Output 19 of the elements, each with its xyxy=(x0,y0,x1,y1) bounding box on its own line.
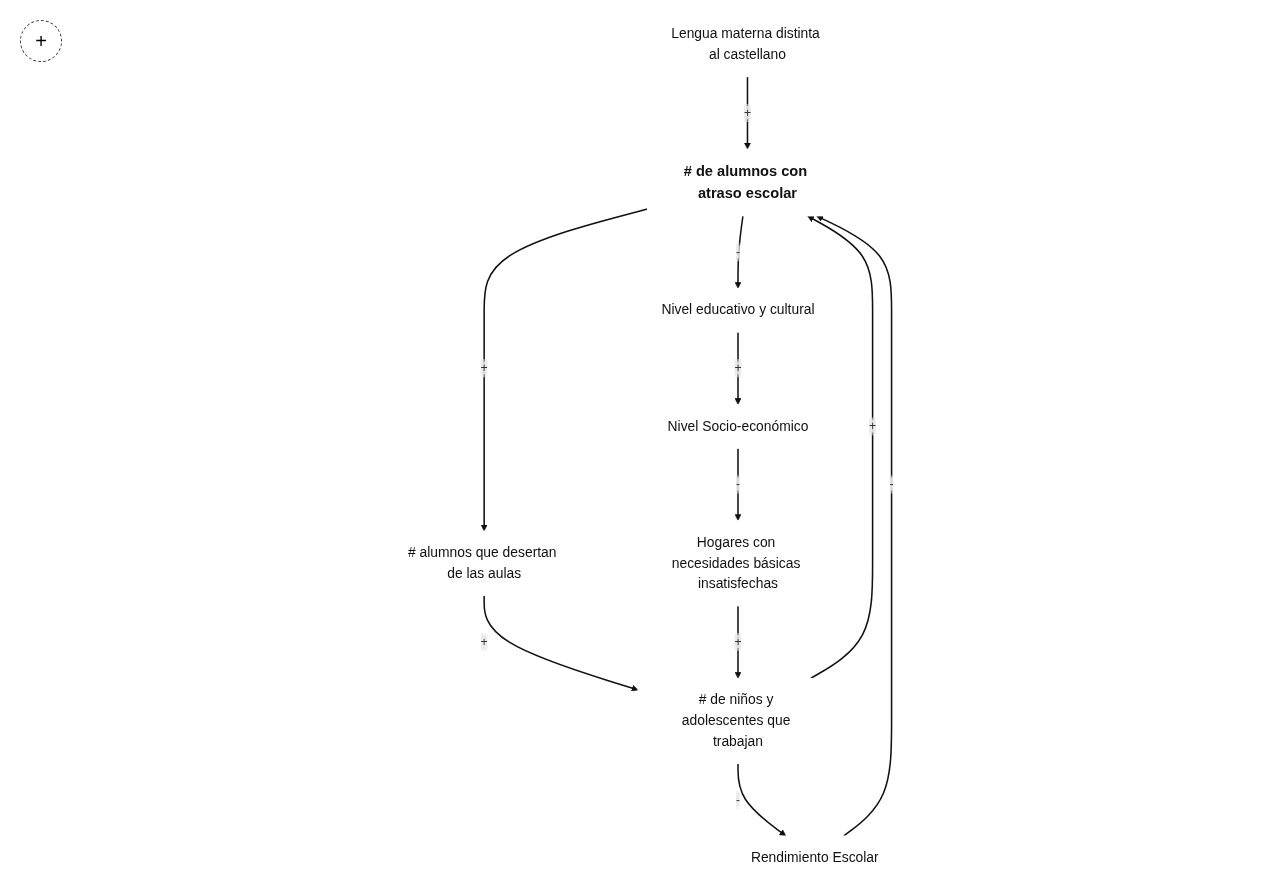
node-text: Lengua materna distinta al castellano xyxy=(670,25,820,62)
edge-label: + xyxy=(743,105,751,119)
edge-label: - xyxy=(735,792,740,806)
edge-label: + xyxy=(733,360,742,374)
arrow xyxy=(806,215,873,679)
edge-label: - xyxy=(735,244,740,258)
node-text: Nivel Socio-económico xyxy=(667,417,808,434)
node-text: Nivel educativo y cultural xyxy=(660,301,815,318)
edge-label: - xyxy=(889,477,894,491)
edge-label: + xyxy=(868,418,876,433)
node-text: Rendimiento Escolar xyxy=(750,849,879,865)
node-text: Hogares con necesidades básicas insatisfechas xyxy=(671,533,800,591)
edge-label: + xyxy=(480,360,488,374)
node-text: # alumnos que desertan de las aulas xyxy=(407,544,557,581)
edge-label: - xyxy=(735,477,740,491)
node-text: # de alumnos con atraso escolar xyxy=(683,162,807,201)
edge-label: + xyxy=(733,634,742,648)
node-text: # de niños y adolescentes que trabajan xyxy=(681,691,790,749)
edge-label: + xyxy=(480,634,488,648)
